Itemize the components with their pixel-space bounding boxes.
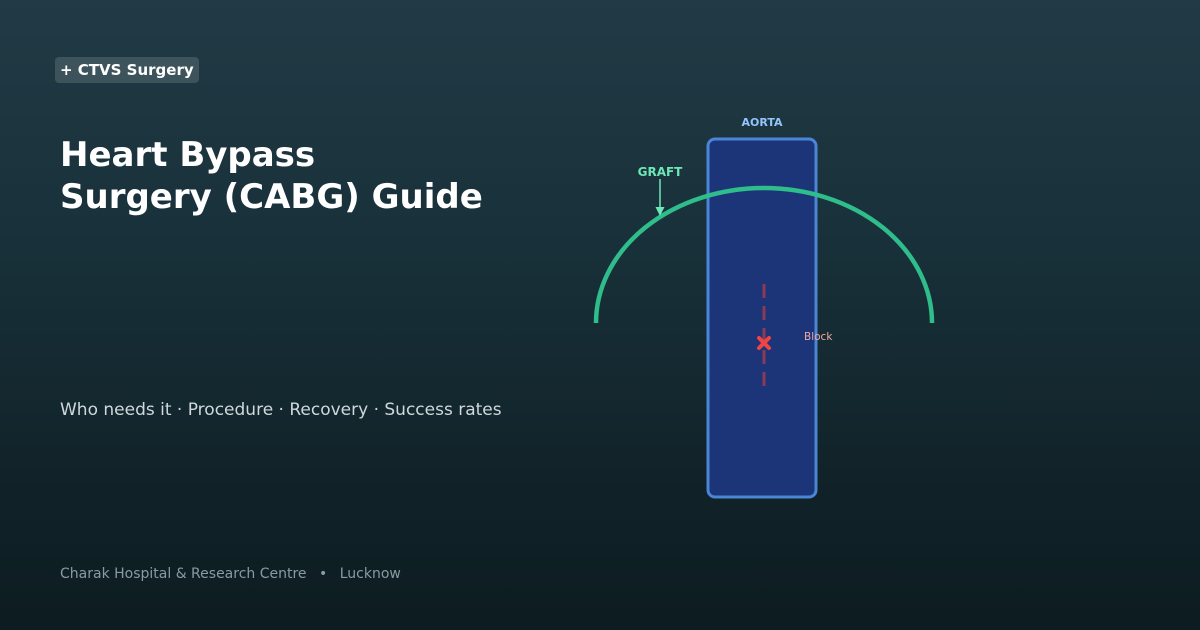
page-title: Heart Bypass Surgery (CABG) Guide (60, 134, 580, 218)
topics-subtitle: Who needs it · Procedure · Recovery · Su… (60, 400, 502, 420)
block-label: Block (804, 331, 833, 343)
hospital-name: Charak Hospital & Research Centre (60, 566, 307, 582)
graft-pointer-arrow-icon (655, 179, 665, 216)
aorta-vessel (706, 137, 818, 499)
aorta-label: AORTA (741, 116, 782, 129)
footer-credit: Charak Hospital & Research Centre • Luck… (60, 566, 401, 582)
graft-vessel (593, 185, 935, 324)
specialty-badge-label: + CTVS Surgery (60, 61, 194, 79)
page-title-line-1: Heart Bypass (60, 135, 316, 175)
footer-separator: • (319, 566, 328, 582)
cross-mark-icon (757, 336, 771, 350)
specialty-badge: + CTVS Surgery (55, 57, 199, 83)
page-title-line-2: Surgery (CABG) Guide (60, 177, 483, 217)
city-name: Lucknow (339, 566, 401, 582)
graft-label: GRAFT (638, 165, 684, 179)
